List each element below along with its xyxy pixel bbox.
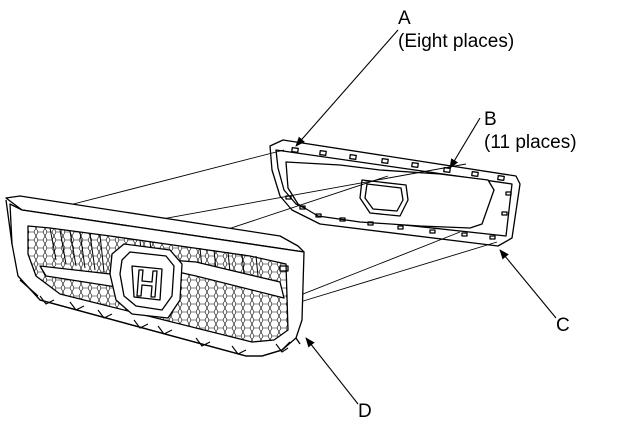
- callout-b-note: (11 places): [484, 132, 577, 153]
- h-emblem: [131, 265, 163, 301]
- leader-d: [305, 337, 359, 405]
- callout-a-letter: A: [398, 8, 411, 29]
- leader-a: [295, 29, 399, 147]
- clip-tabs-a: [291, 146, 505, 182]
- clip-holes-b: [285, 191, 512, 240]
- callout-c: C: [556, 314, 570, 337]
- leader-c: [499, 249, 557, 319]
- callout-a-note: (Eight places): [398, 31, 515, 52]
- callout-d-letter: D: [358, 401, 372, 422]
- leader-b: [449, 117, 481, 169]
- callout-b-letter: B: [484, 109, 497, 130]
- callout-a: A (Eight places): [398, 7, 514, 53]
- leader-lines: [295, 29, 557, 405]
- callout-c-letter: C: [556, 315, 570, 336]
- callout-b: B (11 places): [484, 108, 577, 154]
- front-grille: [5, 195, 305, 357]
- callout-d: D: [358, 400, 372, 423]
- rear-mounting-panel: [269, 139, 521, 247]
- grille-clip-tabs: [39, 295, 289, 355]
